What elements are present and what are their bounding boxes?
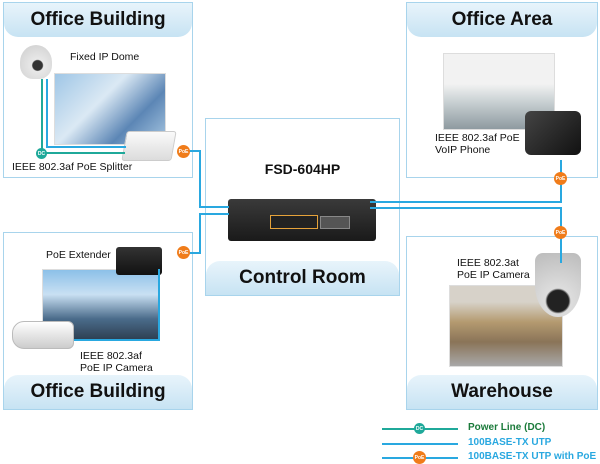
- voip-label-line2: VoIP Phone: [435, 144, 491, 156]
- ptz-camera-icon: [535, 253, 581, 317]
- panel-title: Control Room: [206, 261, 399, 295]
- link-bottom-right: [370, 207, 562, 209]
- legend-utp: 100BASE-TX UTP: [468, 437, 552, 448]
- splitter-label: IEEE 802.3af PoE Splitter: [12, 161, 133, 173]
- panel-warehouse: IEEE 802.3at PoE IP Camera Warehouse: [406, 236, 598, 410]
- poe-switch-icon: [228, 199, 376, 241]
- poe-badge-bottom-left: PoE: [177, 246, 190, 259]
- poe-badge-bottom-right: PoE: [554, 226, 567, 239]
- skyscraper-photo: [54, 73, 166, 145]
- panel-office-building-top: Office Building Fixed IP Dome IEEE 802.3…: [3, 2, 193, 178]
- link-top-right: [370, 201, 562, 203]
- panel-office-area: Office Area IEEE 802.3af PoE VoIP Phone: [406, 2, 598, 178]
- poe-badge-top-right: PoE: [554, 172, 567, 185]
- camera-label-line2: PoE IP Camera: [80, 362, 153, 374]
- link-top-left: [184, 150, 200, 152]
- poe-extender-icon: [116, 247, 162, 275]
- legend-utp-poe: 100BASE-TX UTP with PoE: [468, 451, 597, 462]
- panel-office-building-bottom: PoE Extender IEEE 802.3af PoE IP Camera …: [3, 232, 193, 410]
- switch-model-name: FSD-604HP: [264, 161, 341, 177]
- ptz-label-line1: IEEE 802.3at: [457, 257, 519, 269]
- extender-label: PoE Extender: [46, 249, 111, 261]
- panel-title: Office Building: [4, 3, 192, 37]
- dome-camera-label: Fixed IP Dome: [70, 51, 140, 63]
- camera-label-line1: IEEE 802.3af: [80, 350, 142, 362]
- ptz-label-line2: PoE IP Camera: [457, 269, 530, 281]
- voip-label-line1: IEEE 802.3af PoE: [435, 132, 520, 144]
- poe-splitter-icon: [121, 131, 177, 161]
- panel-title: Office Building: [4, 375, 192, 409]
- poe-badge-top-left: PoE: [177, 145, 190, 158]
- panel-title: Warehouse: [407, 375, 597, 409]
- bullet-camera-icon: [12, 321, 74, 349]
- legend-dc-badge: DC: [414, 423, 425, 434]
- voip-phone-icon: [525, 111, 581, 155]
- panel-control-room: FSD-604HP Control Room: [205, 118, 400, 296]
- dome-camera-icon: [20, 45, 52, 79]
- legend-poe-badge: PoE: [413, 451, 426, 464]
- panel-title: Office Area: [407, 3, 597, 37]
- dc-badge: DC: [36, 148, 47, 159]
- legend-power-line: Power Line (DC): [468, 422, 546, 433]
- link-bottom-left: [184, 252, 200, 254]
